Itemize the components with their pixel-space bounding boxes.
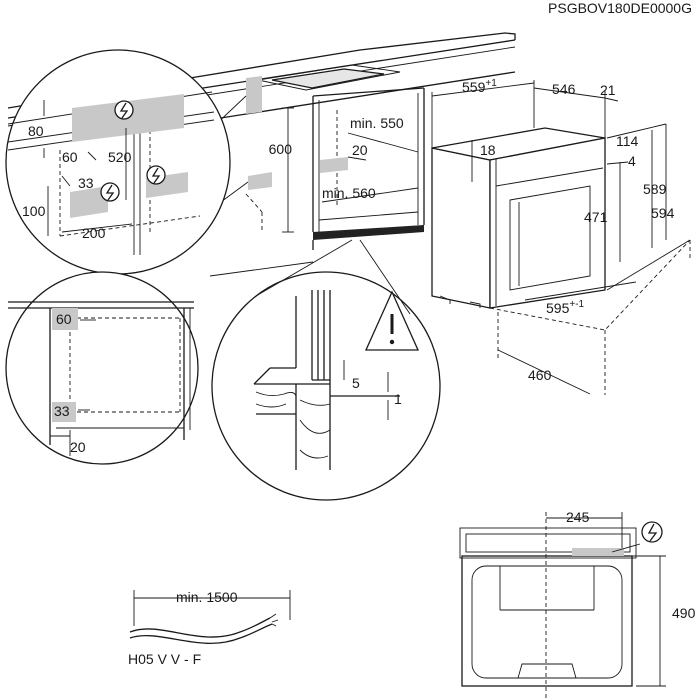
detail-dim-100: 100 (22, 203, 46, 219)
power-connection-icon (114, 100, 134, 120)
detail-mid-dim-20: 20 (70, 439, 86, 455)
dim-114: 114 (616, 133, 639, 149)
detail-dim-60: 60 (62, 149, 78, 165)
dim-595: 595+-1 (546, 299, 585, 316)
dim-21: 21 (600, 82, 616, 98)
dim-594: 594 (651, 205, 675, 221)
dim-600: 600 (269, 141, 293, 157)
power-connection-icon (100, 182, 120, 202)
floor-dim-1: 1 (394, 391, 402, 407)
detail-circle-floor: 5 1 (211, 239, 441, 501)
dim-460: 460 (528, 367, 552, 383)
power-connection-icon (641, 521, 663, 543)
oven-back-view: 245 490 (459, 509, 696, 700)
back-dim-245: 245 (566, 509, 590, 525)
detail-mid-dim-60: 60 (56, 311, 72, 327)
dim-589: 589 (643, 181, 667, 197)
detail-circle-mid-left: 60 33 20 (5, 271, 199, 465)
floor-dim-5: 5 (352, 375, 360, 391)
dim-18: 18 (480, 142, 496, 158)
oven-perspective: 559+1 546 21 18 114 4 471 589 594 595+-1… (431, 78, 691, 395)
warning-triangle-icon (364, 290, 420, 351)
detail-dim-33: 33 (78, 175, 94, 191)
dim-min-560: min. 560 (322, 185, 376, 201)
dim-min-550: min. 550 (350, 115, 404, 131)
dim-546: 546 (552, 81, 576, 97)
dim-4: 4 (628, 153, 636, 169)
dim-20-cabinet: 20 (352, 142, 368, 158)
cable-type: H05 V V - F (128, 651, 201, 667)
detail-mid-dim-33: 33 (54, 403, 70, 419)
detail-dim-200: 200 (82, 225, 106, 241)
cable-length: min. 1500 (176, 589, 238, 605)
model-code: PSGBOV180DE0000G (548, 0, 692, 16)
power-connection-icon (146, 165, 166, 185)
detail-circle-top-left: 80 60 520 33 100 200 (5, 49, 231, 275)
detail-dim-80: 80 (28, 123, 44, 139)
back-dim-490: 490 (672, 605, 696, 621)
cable-detail: min. 1500 H05 V V - F (128, 589, 291, 667)
cabinet-perspective: 600 min. 550 20 min. 560 (7, 32, 516, 277)
detail-dim-520: 520 (108, 149, 132, 165)
dim-471: 471 (584, 209, 608, 225)
dim-559: 559+1 (462, 78, 497, 95)
